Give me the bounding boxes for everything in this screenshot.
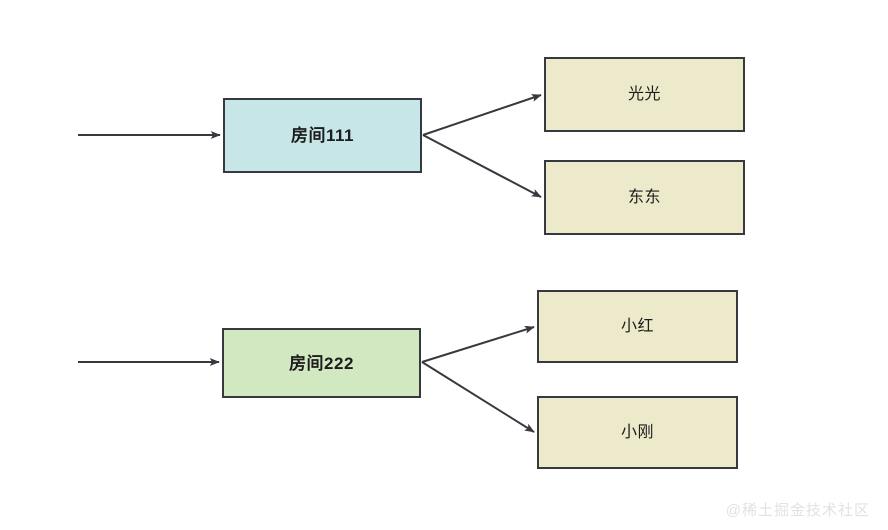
node-room-222-label: 房间222 [289, 353, 354, 373]
node-person-dongdong[interactable]: 东东 [544, 160, 745, 235]
node-person-guangguang-label: 光光 [627, 85, 661, 103]
node-room-222[interactable]: 房间222 [222, 328, 421, 398]
node-room-111[interactable]: 房间111 [223, 98, 422, 173]
node-person-xiaogang[interactable]: 小刚 [537, 396, 738, 469]
node-person-xiaohong[interactable]: 小红 [537, 290, 738, 363]
edge-room-111-to-guangguang [422, 94, 542, 136]
edge-room-111-to-dongdong [422, 134, 542, 198]
node-person-dongdong-label: 东东 [627, 188, 661, 206]
node-room-111-label: 房间111 [291, 126, 354, 145]
node-person-xiaohong-label: 小红 [620, 317, 654, 335]
edge-room-222-to-xiaohong [421, 325, 535, 363]
node-person-xiaogang-label: 小刚 [620, 423, 654, 441]
edge-room-222-to-xiaogang [421, 361, 535, 433]
watermark: @稀土掘金技术社区 [725, 502, 870, 519]
node-person-guangguang[interactable]: 光光 [544, 57, 745, 132]
